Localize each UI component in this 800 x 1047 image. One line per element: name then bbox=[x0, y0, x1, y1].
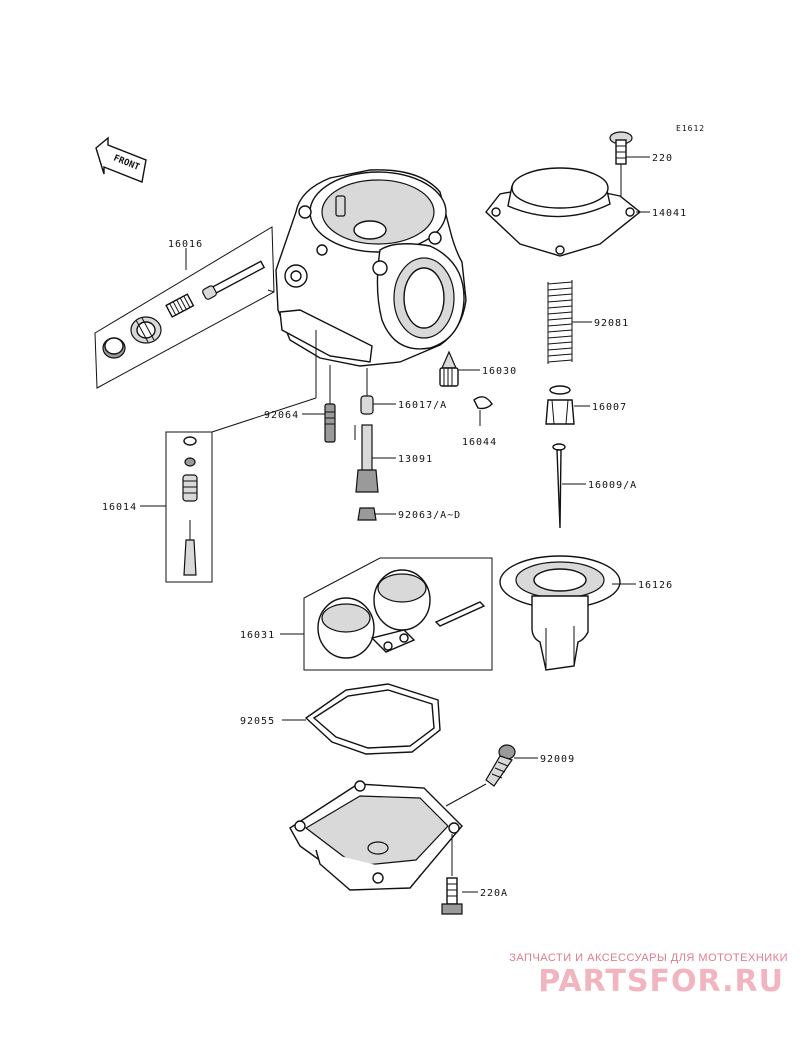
part-jets-group bbox=[324, 365, 379, 521]
part-92081-spring bbox=[547, 280, 573, 364]
callout-16016: 16016 bbox=[168, 239, 203, 250]
callout-16014: 16014 bbox=[102, 502, 137, 513]
part-92055-gasket bbox=[304, 683, 441, 755]
callout-16031: 16031 bbox=[240, 630, 275, 641]
callout-14041: 14041 bbox=[652, 208, 687, 219]
part-220A-bolt bbox=[441, 877, 463, 915]
part-16031-float bbox=[303, 557, 493, 671]
callout-16017a: 16017/A bbox=[398, 400, 447, 411]
watermark-tagline: ЗАПЧАСТИ И АКСЕССУАРЫ ДЛЯ МОТОТЕХНИКИ bbox=[509, 952, 788, 964]
callout-92063: 92063/A~D bbox=[398, 510, 461, 521]
callout-220: 220 bbox=[652, 153, 673, 164]
callout-13091: 13091 bbox=[398, 454, 433, 465]
carburetor-body bbox=[275, 169, 467, 367]
callout-92081: 92081 bbox=[594, 318, 629, 329]
callout-16007: 16007 bbox=[592, 402, 627, 413]
front-arrow-icon: FRONT bbox=[95, 136, 147, 183]
callout-16009a: 16009/A bbox=[588, 480, 637, 491]
part-cover-group bbox=[485, 131, 642, 257]
callout-92009: 92009 bbox=[540, 754, 575, 765]
callout-220a: 220A bbox=[480, 888, 508, 899]
callout-16126: 16126 bbox=[638, 580, 673, 591]
diagram-code: E1612 bbox=[676, 124, 705, 133]
part-16014-group bbox=[165, 397, 317, 583]
part-16016-group bbox=[94, 226, 275, 389]
part-float-bowl bbox=[289, 780, 463, 891]
leader-lines bbox=[140, 156, 650, 893]
callout-16044: 16044 bbox=[462, 437, 497, 448]
callout-16030: 16030 bbox=[482, 366, 517, 377]
callout-92064: 92064 bbox=[264, 410, 299, 421]
part-16030-16044-group bbox=[439, 350, 493, 426]
watermark-logo: PARTSFOR.RU bbox=[538, 964, 784, 999]
part-16126-diaphragm bbox=[499, 555, 621, 671]
part-92009-screw bbox=[445, 744, 516, 807]
part-needle-group bbox=[545, 385, 575, 529]
callout-92055: 92055 bbox=[240, 716, 275, 727]
